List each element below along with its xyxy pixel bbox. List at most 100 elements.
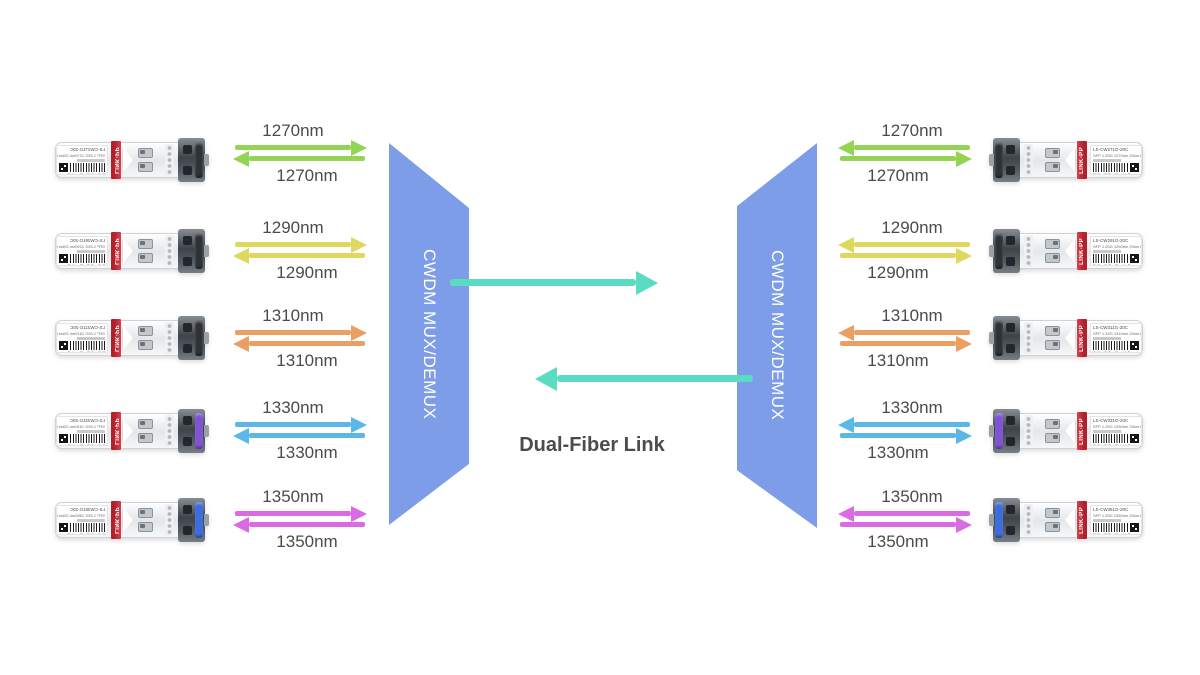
bale-clasp [195, 320, 203, 356]
wavelength-label-tx: 1330nm [262, 398, 324, 417]
sfp-pin [138, 433, 153, 443]
connector-tab [989, 332, 994, 344]
wavelength-label-tx: 1310nm [867, 351, 929, 370]
sfp-pin [1045, 253, 1060, 263]
lc-port [183, 437, 192, 446]
tx-arrow-right [235, 511, 351, 516]
sfp-module-right-1270: LS-CW271G-20C SFP 1.25G 1270nm 20km LC D… [989, 137, 1143, 183]
lc-port [183, 236, 192, 245]
brand-text: LINK-PP [113, 417, 119, 445]
qr-code [1130, 162, 1139, 172]
chevron-mark [123, 419, 133, 443]
brand-band: LINK-PP [1077, 412, 1087, 450]
emi-grille [1024, 144, 1033, 176]
qr-code [59, 162, 68, 172]
lc-port [1006, 437, 1015, 446]
sfp-serial-line [77, 249, 105, 253]
bale-clasp [995, 320, 1003, 356]
channel-arrows-left-1290: 1290nm 1290nm [235, 219, 365, 282]
brand-text: LINK-PP [1079, 417, 1085, 445]
wavelength-label-rx: 1290nm [276, 263, 338, 282]
tx-arrow-right [840, 341, 956, 346]
sfp-label: LS-CW331G-20C SFP 1.25G 1330nm 20km LC D… [56, 416, 108, 446]
bale-clasp [195, 233, 203, 269]
sfp-cert-marks: FC CE RoHS [1093, 442, 1132, 446]
wavelength-label-rx: 1350nm [276, 532, 338, 551]
tx-arrow-right [840, 522, 956, 527]
qr-code [59, 253, 68, 263]
sfp-module-left-1330: LS-CW331G-20C SFP 1.25G 1330nm 20km LC D… [55, 408, 209, 454]
chevron-mark [123, 508, 133, 532]
lc-port [1006, 257, 1015, 266]
barcode [70, 253, 105, 263]
brand-text: LINK-PP [113, 506, 119, 534]
wavelength-label-rx: 1350nm [881, 487, 943, 506]
brand-band: LINK-PP [111, 412, 121, 450]
sfp-cert-marks: FC CE RoHS [1093, 531, 1132, 535]
connector-tab [204, 332, 209, 344]
wavelength-label-tx: 1350nm [867, 532, 929, 551]
brand-text: LINK-PP [1079, 146, 1085, 174]
lc-port [183, 323, 192, 332]
qr-code [59, 340, 68, 350]
sfp-cert-marks: FC CE RoHS [66, 442, 105, 447]
barcode [70, 162, 105, 172]
lc-port [1006, 236, 1015, 245]
brand-band: LINK-PP [1077, 319, 1087, 357]
sfp-cert-marks: FC CE RoHS [1093, 262, 1132, 266]
brand-band: LINK-PP [111, 319, 121, 357]
sfp-serial-line [77, 518, 105, 522]
sfp-pin [138, 148, 153, 158]
emi-grille [1024, 504, 1033, 536]
brand-text: LINK-PP [1079, 506, 1085, 534]
sfp-pin [138, 522, 153, 532]
fiber-link-arrow-right [450, 279, 636, 286]
rx-arrow-left [854, 242, 970, 247]
wavelength-label-tx: 1310nm [262, 306, 324, 325]
chevron-mark [1065, 239, 1075, 263]
wavelength-label-tx: 1290nm [867, 263, 929, 282]
wavelength-label-tx: 1330nm [867, 443, 929, 462]
sfp-pin [138, 239, 153, 249]
channel-arrows-right-1350: 1350nm 1350nm [840, 488, 970, 551]
wavelength-label-rx: 1330nm [881, 398, 943, 417]
sfp-label: LS-CW351G-20C SFP 1.25G 1350nm 20km LC D… [56, 505, 108, 535]
qr-code [1130, 522, 1139, 532]
sfp-serial-line [1093, 249, 1121, 253]
bale-clasp [995, 142, 1003, 178]
rx-arrow-left [249, 522, 365, 527]
wavelength-label-tx: 1270nm [867, 166, 929, 185]
lc-port [183, 166, 192, 175]
barcode [70, 522, 105, 532]
barcode [1093, 522, 1128, 532]
sfp-model-text: LS-CW311G-20C [1093, 325, 1128, 330]
sfp-module-left-1290: LS-CW291G-20C SFP 1.25G 1290nm 20km LC D… [55, 228, 209, 274]
sfp-pin [1045, 162, 1060, 172]
emi-grille [165, 235, 174, 267]
mux-demux-left-label: CWDM MUX/DEMUX [420, 248, 439, 420]
sfp-module-right-1330: LS-CW331G-20C SFP 1.25G 1330nm 20km LC D… [989, 408, 1143, 454]
emi-grille [165, 504, 174, 536]
tx-arrow-right [235, 330, 351, 335]
emi-grille [1024, 235, 1033, 267]
connector-tab [204, 245, 209, 257]
channel-arrows-left-1330: 1330nm 1330nm [235, 399, 365, 462]
sfp-serial-line [1093, 158, 1121, 162]
sfp-pin [138, 253, 153, 263]
chevron-mark [123, 326, 133, 350]
bale-clasp [995, 413, 1003, 449]
sfp-label: LS-CW331G-20C SFP 1.25G 1330nm 20km LC D… [1090, 416, 1142, 446]
bale-clasp [195, 413, 203, 449]
emi-grille [165, 415, 174, 447]
sfp-description-text: SFP 1.25G 1290nm 20km LC DDM [1093, 243, 1141, 249]
qr-code [1130, 433, 1139, 443]
bale-clasp [195, 502, 203, 538]
sfp-pin [138, 508, 153, 518]
sfp-label: LS-CW291G-20C SFP 1.25G 1290nm 20km LC D… [56, 236, 108, 266]
rx-arrow-left [854, 145, 970, 150]
sfp-pin [1045, 419, 1060, 429]
channel-arrows-right-1310: 1310nm 1310nm [840, 307, 970, 370]
channel-arrows-left-1270: 1270nm 1270nm [235, 122, 365, 185]
sfp-description-text: SFP 1.25G 1330nm 20km LC DDM [1093, 423, 1141, 429]
